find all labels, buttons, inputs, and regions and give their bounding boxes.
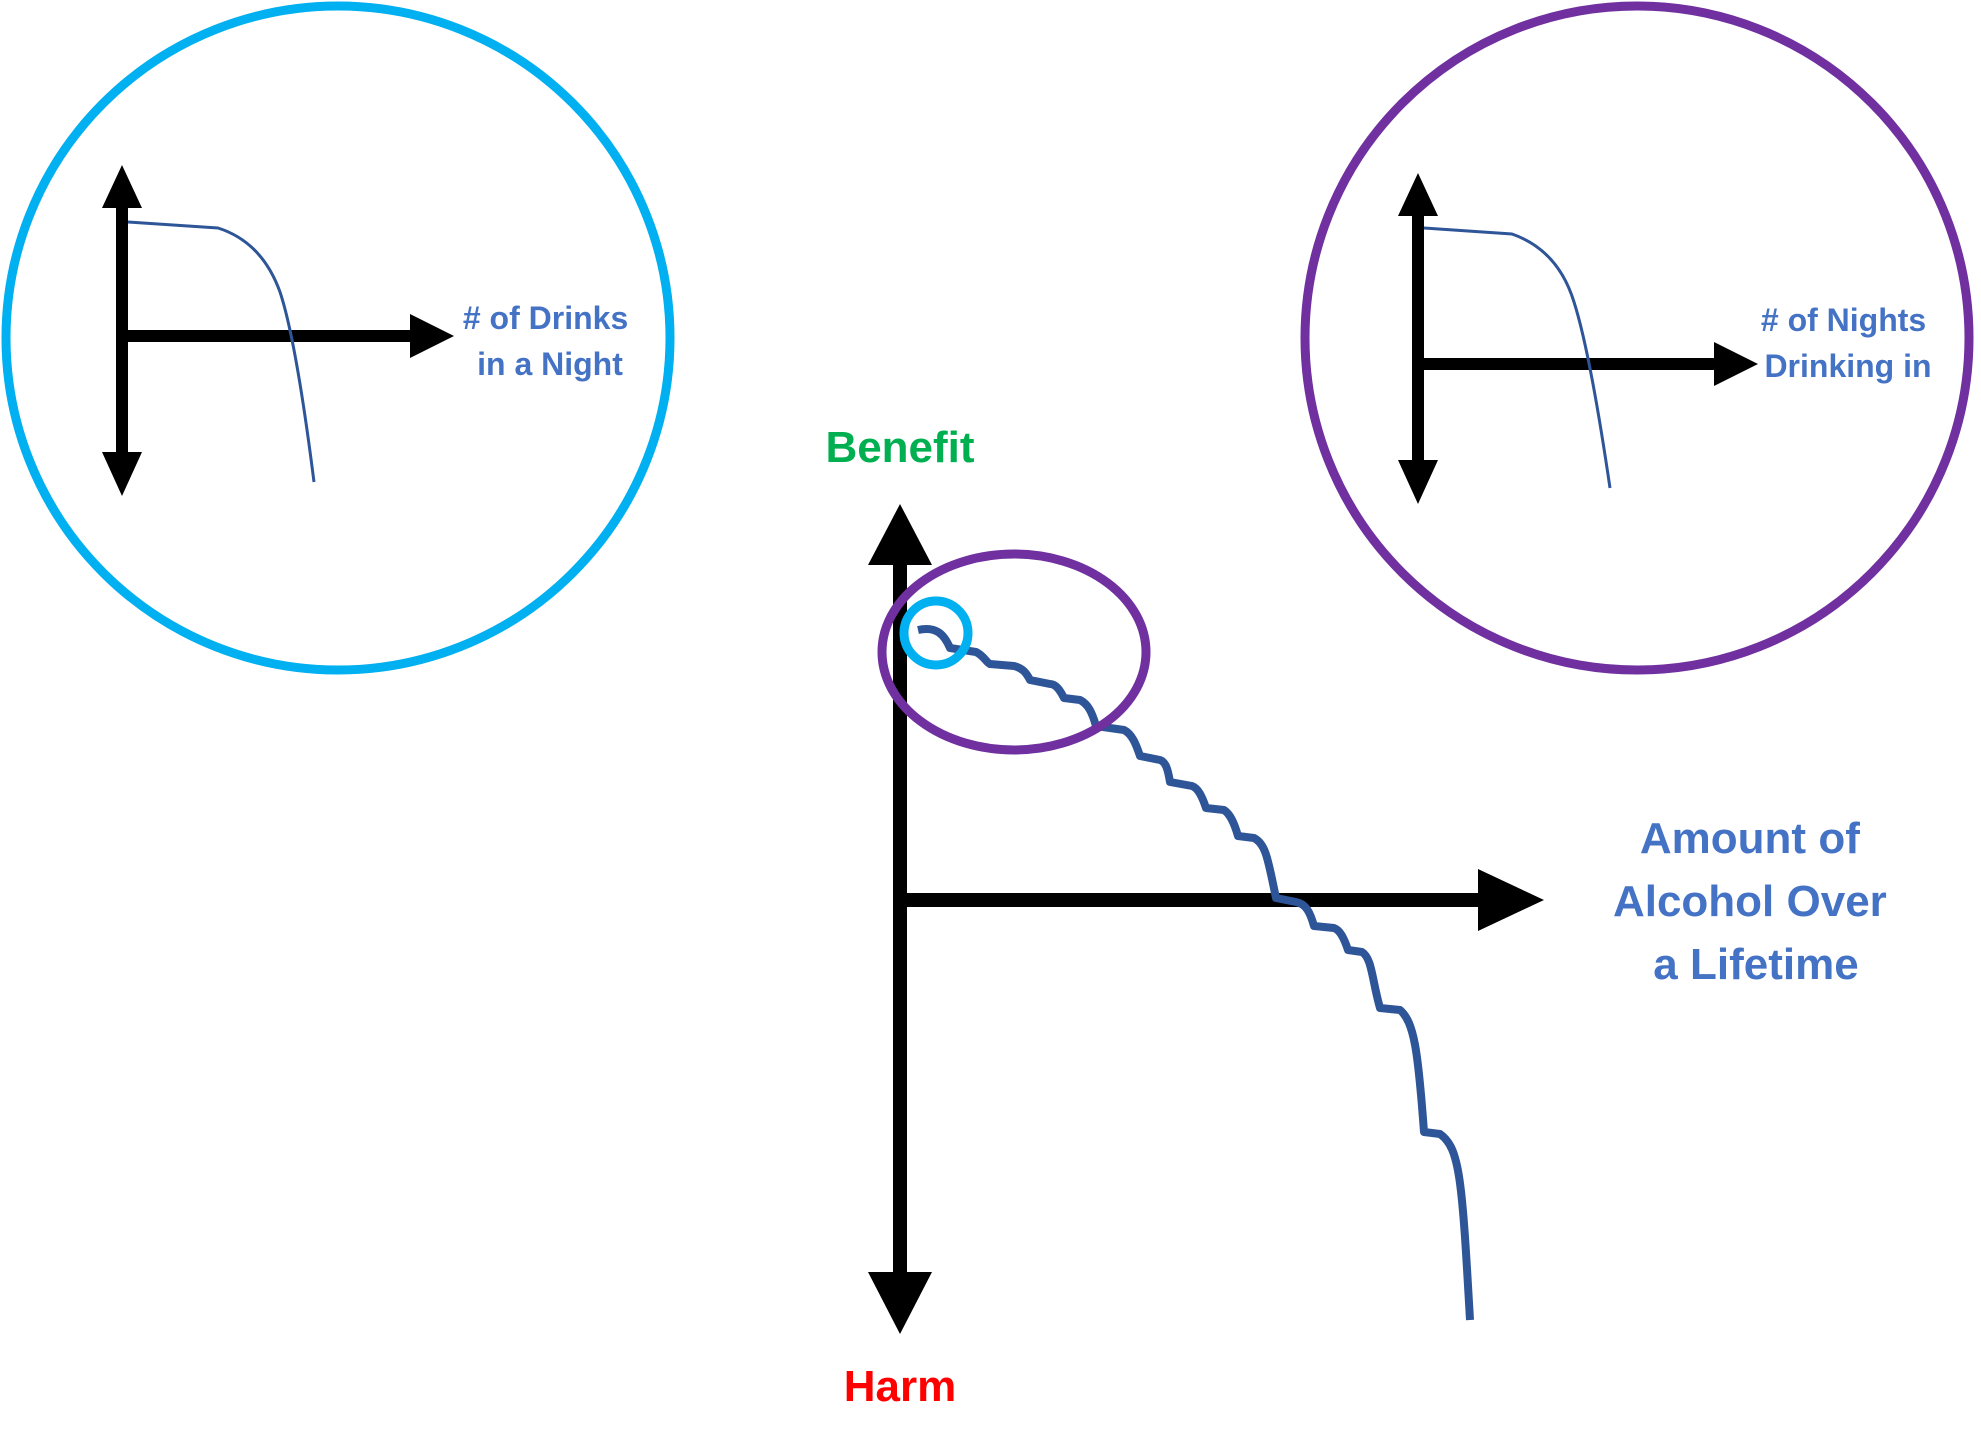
inset-nights-x-arrow bbox=[1714, 342, 1758, 386]
inset-night-label-line-2: in a Night bbox=[477, 346, 623, 382]
benefit-label: Benefit bbox=[825, 423, 974, 472]
main-x-label-line-3: a Lifetime bbox=[1653, 940, 1858, 989]
main-y-arrow-down bbox=[868, 1272, 932, 1334]
main-x-label: Amount of Alcohol Over a Lifetime bbox=[1613, 814, 1899, 989]
harm-label: Harm bbox=[844, 1362, 957, 1411]
inset-night-curve bbox=[127, 220, 316, 483]
inset-nights-circle bbox=[1300, 1, 1974, 675]
inset-nights-label-line-2: Drinking in bbox=[1764, 348, 1931, 384]
inset-nights-y-arrow-up bbox=[1398, 173, 1438, 216]
main-x-arrow bbox=[1478, 869, 1544, 931]
inset-nights-label: # of Nights Drinking in bbox=[1761, 302, 1935, 384]
inset-nights-y-arrow-down bbox=[1398, 460, 1438, 504]
inset-drinks-in-a-night: # of Drinks in a Night bbox=[1, 1, 675, 675]
inset-night-y-arrow-up bbox=[102, 165, 142, 208]
inset-night-label: # of Drinks in a Night bbox=[463, 300, 637, 382]
inset-night-x-arrow bbox=[410, 314, 454, 358]
main-x-label-line-2: Alcohol Over bbox=[1613, 877, 1887, 926]
inset-nights-drinking: # of Nights Drinking in bbox=[1300, 1, 1974, 675]
main-lifetime-plot: Benefit Harm Amount of Alcohol Over a Li… bbox=[825, 423, 1899, 1411]
main-x-label-line-1: Amount of bbox=[1640, 814, 1860, 863]
inset-night-circle bbox=[1, 1, 675, 675]
highlight-nights-ellipse bbox=[877, 549, 1151, 755]
highlight-night-circle bbox=[899, 596, 973, 670]
main-lifetime-curve-steps bbox=[917, 625, 1474, 1321]
inset-nights-label-line-1: # of Nights bbox=[1761, 302, 1926, 338]
inset-nights-curve bbox=[1423, 226, 1612, 489]
inset-night-label-line-1: # of Drinks bbox=[463, 300, 628, 336]
main-y-arrow-up bbox=[868, 504, 932, 565]
inset-night-y-arrow-down bbox=[102, 452, 142, 496]
